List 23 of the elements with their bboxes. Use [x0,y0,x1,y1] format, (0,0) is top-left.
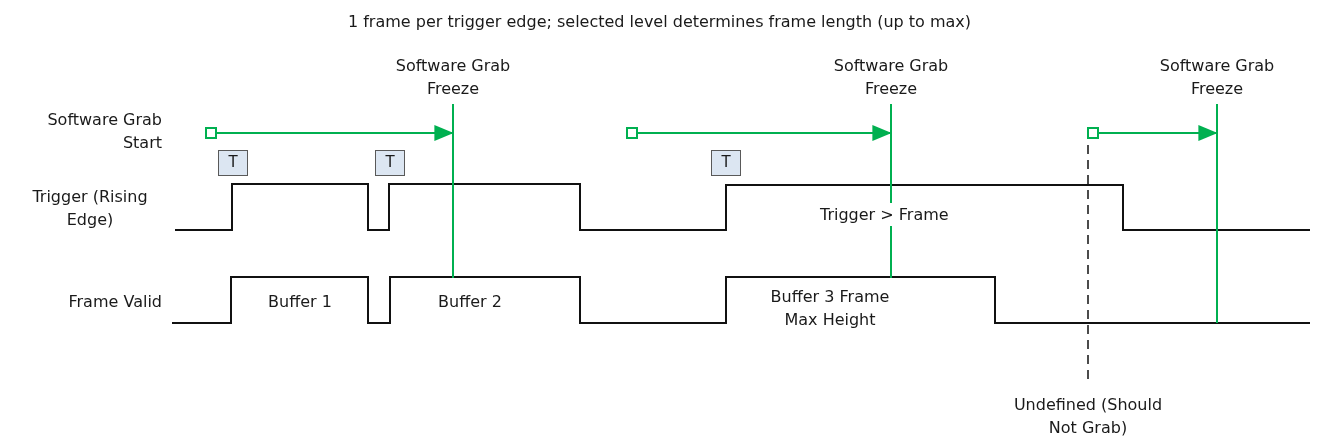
trigger-marker-box: T [711,150,741,176]
trigger-marker-box: T [375,150,405,176]
freeze-marker-line [452,104,454,278]
arrow [637,125,892,141]
diagram-title: 1 frame per trigger edge; selected level determines frame length (up to max) [346,11,973,33]
freeze-label: Software Grab Freeze [1158,55,1276,100]
freeze-label: Software Grab Freeze [394,55,512,100]
start-marker-square [205,127,217,139]
signal-name: Frame Valid [67,291,162,313]
freeze-label: Software Grab Freeze [832,55,950,100]
signal-name: Software Grab Start [46,109,162,154]
signal-name: Trigger (Rising Edge) [31,186,149,231]
trigger-marker-box: T [218,150,248,176]
annotation-text: Undefined (Should Not Grab) [1013,394,1163,439]
buffer-label: Buffer 1 [267,291,333,313]
arrow [216,125,454,141]
start-marker-square [626,127,638,139]
annotation-text: Trigger > Frame [818,203,951,226]
buffer-label: Buffer 2 [437,291,503,313]
buffer-label: Buffer 3 Frame Max Height [769,286,891,331]
arrow [1098,125,1218,141]
start-marker-square [1087,127,1099,139]
freeze-marker-line [1216,104,1218,323]
